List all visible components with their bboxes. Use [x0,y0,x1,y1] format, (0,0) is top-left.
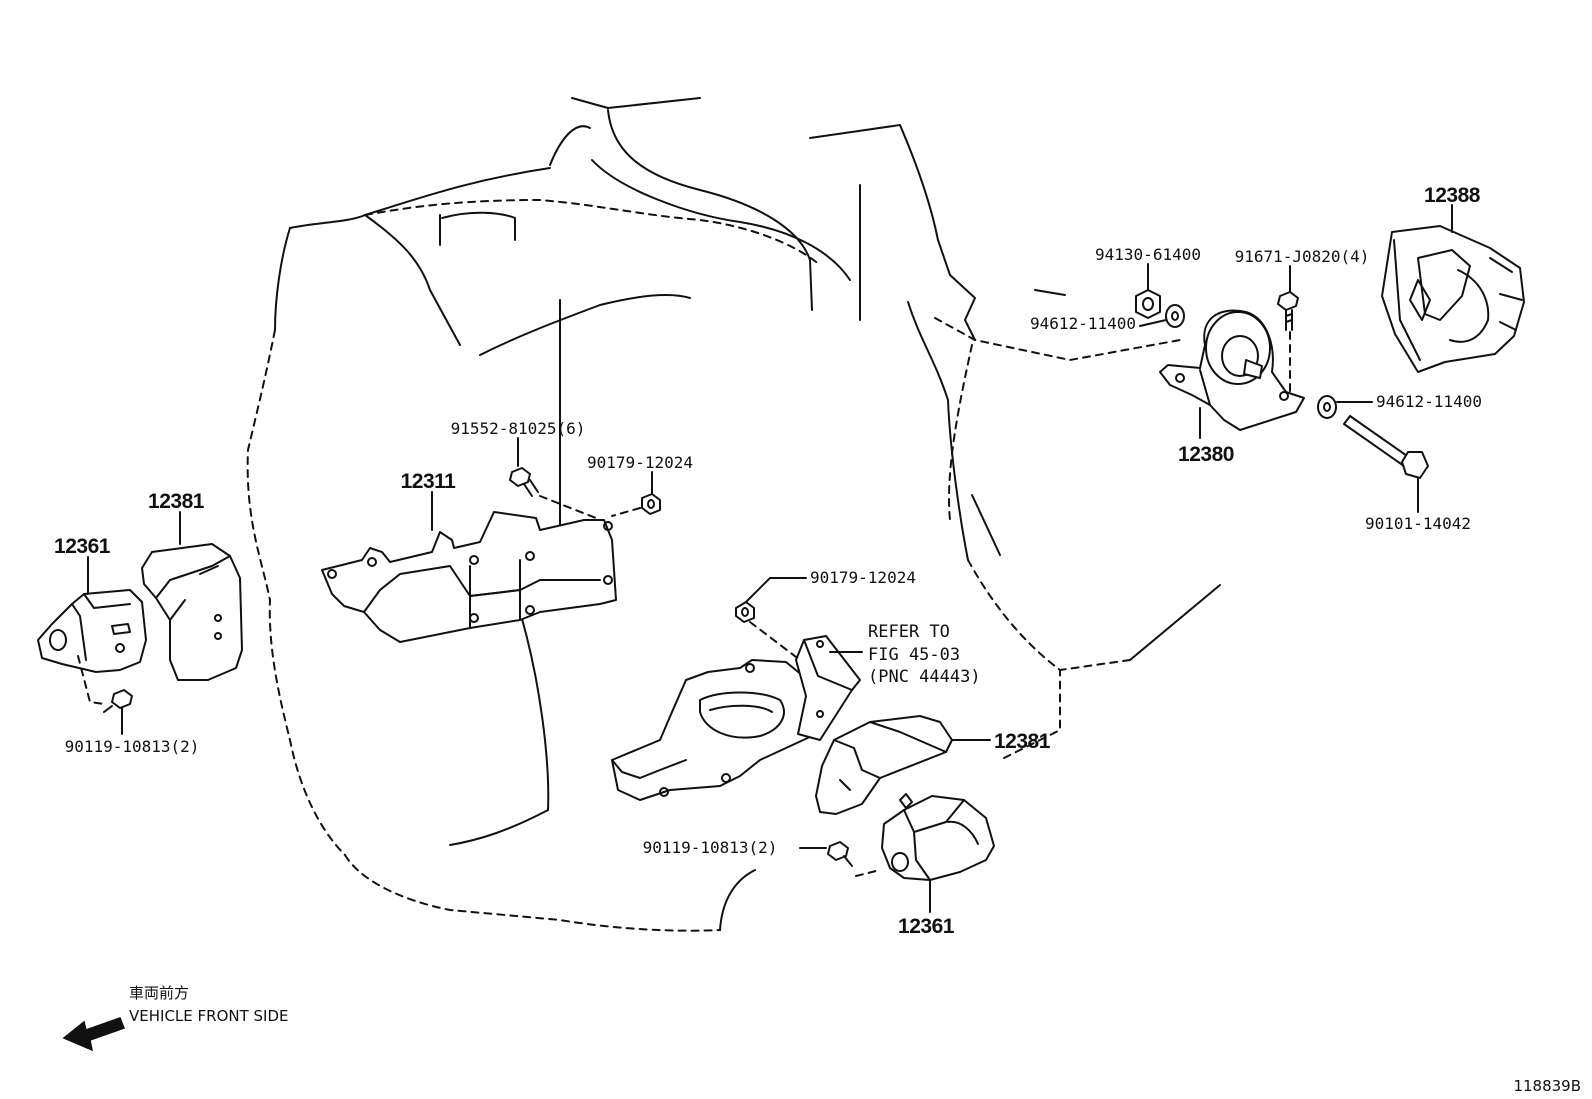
refer-line1: REFER TO [868,622,950,642]
front-label-jp: 車両前方 [129,984,189,1002]
bolt-90119-lower [827,841,853,867]
label-90101: 90101-14042 [1365,514,1471,533]
figure-id: 118839B [1513,1077,1581,1095]
dash-90119-left [77,655,105,705]
part-12381-left [141,543,243,681]
label-90179-upper: 90179-12024 [587,453,693,472]
refer-line2: FIG 45-03 [868,645,960,665]
part-12361-left [37,589,147,673]
part-12380-mount [1159,309,1305,431]
engine-outline [274,97,1221,931]
label-94130: 94130-61400 [1095,245,1201,264]
bolt-91671 [1277,291,1299,331]
nut-90179-upper [641,493,661,515]
engine-outline-dashed [246,198,1181,932]
dash-90179-upper [611,507,641,517]
label-91552: 91552-81025(6) [451,419,586,438]
dash-90119-lower [855,869,881,877]
label-12361-left: 12361 [54,535,111,558]
part-12361-right [881,793,995,881]
label-12311: 12311 [401,470,457,493]
bolt-90119-left [103,689,133,713]
dash-91552 [539,495,597,519]
leader-94612-upper [1139,319,1167,327]
front-label-en: VEHICLE FRONT SIDE [129,1007,289,1025]
label-12381-left: 12381 [148,490,205,513]
label-90179-lower: 90179-12024 [810,568,916,587]
label-90119-lower: 90119-10813(2) [643,838,778,857]
part-lower-bracket [611,635,861,801]
washer-94612-lower [1317,395,1337,419]
part-12388-housing [1381,225,1525,373]
dash-90179-lower [749,621,801,661]
washer-94612-upper [1165,304,1185,328]
leader-90179-lower [745,577,807,603]
refer-line3: (PNC 44443) [868,667,981,687]
label-12380: 12380 [1178,443,1234,466]
front-arrow-icon [62,1017,125,1052]
bolt-90101 [1343,415,1429,479]
part-12311-bracket [321,511,617,643]
nut-94130 [1135,289,1161,319]
bolt-91552 [509,467,539,497]
label-94612-upper: 94612-11400 [1030,314,1136,333]
label-94612-lower: 94612-11400 [1376,392,1482,411]
part-12381-right [815,715,953,815]
label-12361-right: 12361 [898,915,955,938]
label-91671: 91671-J0820(4) [1235,247,1370,266]
label-90119-left: 90119-10813(2) [65,737,200,756]
label-12388: 12388 [1424,184,1481,207]
label-12381-right: 12381 [994,730,1051,753]
nut-90179-lower [735,601,755,623]
